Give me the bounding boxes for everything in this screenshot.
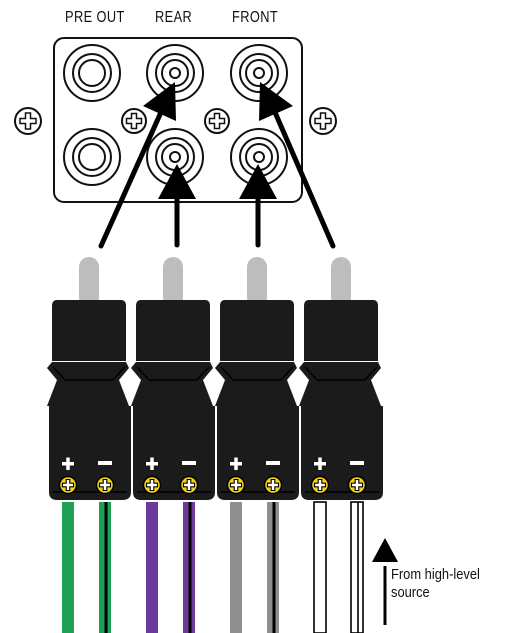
terminal-screw-icon xyxy=(142,475,162,495)
minus-sign xyxy=(350,461,364,465)
arrow-up-icon xyxy=(259,82,336,249)
wire xyxy=(146,502,158,633)
connector-collar xyxy=(299,362,381,406)
arrow-up-icon xyxy=(239,164,277,248)
arrow-up-icon xyxy=(158,164,196,248)
wire xyxy=(230,502,242,633)
plus-sign xyxy=(150,457,154,470)
phillips-screw-icon xyxy=(204,108,230,134)
connector-facet xyxy=(52,366,126,381)
connector-grip xyxy=(304,300,378,361)
minus-sign xyxy=(182,461,196,465)
jack-front-top xyxy=(230,44,288,102)
rca-connector xyxy=(47,257,131,500)
phillips-screw-icon xyxy=(309,107,337,135)
terminal-screw-icon xyxy=(226,475,246,495)
wire xyxy=(313,501,327,633)
connector-collar xyxy=(131,362,213,406)
label-rear: REAR xyxy=(155,9,193,26)
connector-collar xyxy=(215,362,297,406)
terminal-screw-icon xyxy=(263,475,283,495)
minus-sign xyxy=(266,461,280,465)
terminal-screw-icon xyxy=(58,475,78,495)
wire xyxy=(267,502,279,633)
rca-connector xyxy=(299,257,383,500)
plus-sign xyxy=(66,457,70,470)
connector-facet xyxy=(304,366,378,381)
phillips-screw-icon xyxy=(14,107,42,135)
connector-grip xyxy=(220,300,294,361)
minus-sign xyxy=(98,461,112,465)
terminal-screw-icon xyxy=(310,475,330,495)
rca-plug-tip xyxy=(247,257,267,307)
arrow-up-icon xyxy=(372,538,398,625)
wire xyxy=(183,502,195,633)
plus-sign xyxy=(234,457,238,470)
label-front: FRONT xyxy=(232,9,279,26)
jack-rear-top xyxy=(146,44,204,102)
phillips-screw-icon xyxy=(121,108,147,134)
jack-pre-out-bottom xyxy=(63,128,121,186)
connector-grip xyxy=(52,300,126,361)
jack-pre-out-top xyxy=(63,44,121,102)
connector-grip xyxy=(136,300,210,361)
rca-connector xyxy=(215,257,299,500)
terminal-screw-icon xyxy=(347,475,367,495)
rca-plug-tip xyxy=(163,257,183,307)
connector-facet xyxy=(136,366,210,381)
arrow-up-icon xyxy=(98,82,176,249)
rca-plug-tip xyxy=(79,257,99,307)
connector-facet xyxy=(220,366,294,381)
connector-collar xyxy=(47,362,129,406)
wire xyxy=(99,502,111,633)
terminal-screw-icon xyxy=(179,475,199,495)
source-note: From high-level source xyxy=(391,566,480,601)
rca-plug-tip xyxy=(331,257,351,307)
wire-group xyxy=(62,501,364,633)
wire xyxy=(62,502,74,633)
jack-front-bottom xyxy=(230,128,288,186)
label-pre-out: PRE OUT xyxy=(65,9,125,26)
rca-connector xyxy=(131,257,215,500)
wire xyxy=(350,501,364,633)
terminal-screw-icon xyxy=(95,475,115,495)
plus-sign xyxy=(318,457,322,470)
connector-group xyxy=(47,257,383,500)
